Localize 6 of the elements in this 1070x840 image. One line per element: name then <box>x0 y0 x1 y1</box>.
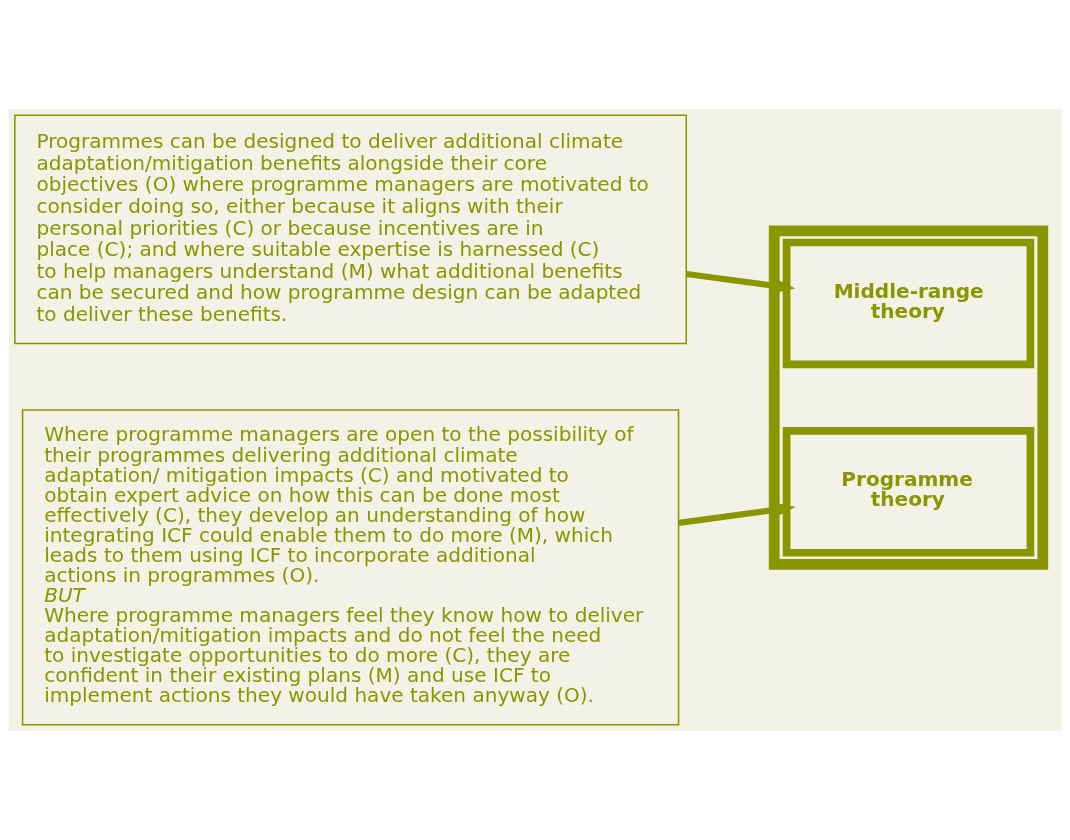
node-box: Programme theory <box>782 426 1035 557</box>
node-box: Middle-range theory <box>782 238 1035 369</box>
node-box: Where programme managers are open to the possibility of their programmes delivering additional climate adaptation/ mitigation impacts (C) and motivated to obtain expert advice on how this can be done most effectively (C), they develop an understanding of how integrating ICF could enable them to do more (M), which leads to them using ICF to incorporate additional actions in programmes (O). BUT Where programme managers feel they know how to deliver adaptation/mitigation impacts and do not feel the need to investigate opportunities to do more (C), they are confident in their existing plans (M) and use ICF to implement actions they would have taken anyway (O). <box>21 409 680 726</box>
node-box: Programmes can be designed to deliver additional climate adaptation/mitigation benefits alongside their core objectives (O) where programme managers are motivated to consider doing so, either because it aligns with their personal priorities (C) or because incentives are in place (C); and where suitable expertise is harnessed (C) to help managers understand (M) what additional benefits can be secured and how programme design can be adapted to deliver these benefits. <box>14 114 688 345</box>
arrow <box>686 271 796 294</box>
arrow <box>678 501 796 526</box>
